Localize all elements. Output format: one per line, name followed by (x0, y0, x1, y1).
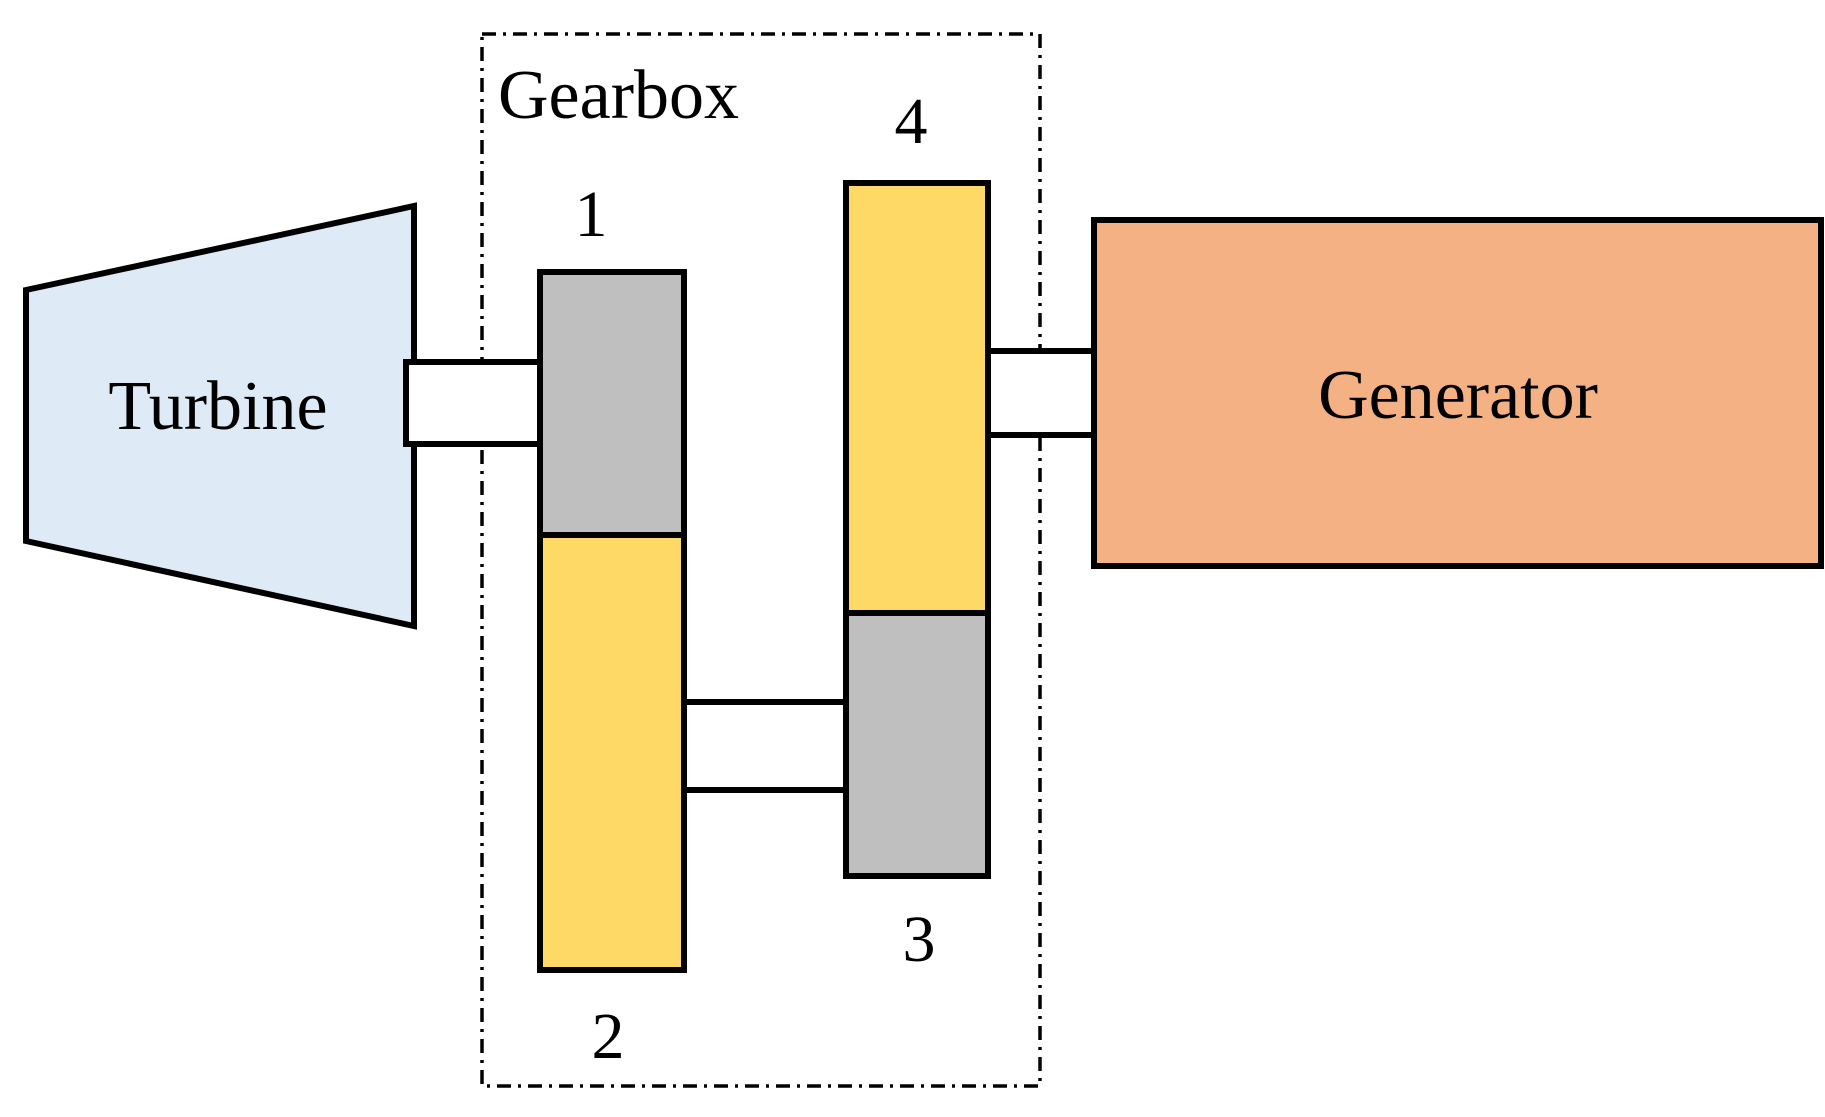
turbine-label: Turbine (108, 368, 327, 445)
gearbox-label: Gearbox (498, 57, 739, 134)
gear-1-label: 1 (575, 178, 608, 251)
gear-3 (843, 610, 991, 879)
gearbox-boundary (480, 32, 1042, 1088)
gear-2-label: 2 (592, 1000, 625, 1073)
intermediate-shaft (681, 699, 849, 793)
generator-label: Generator (1318, 357, 1598, 434)
gear-3-label: 3 (903, 903, 936, 976)
gear-2 (537, 532, 687, 973)
gear-4 (843, 180, 991, 616)
input-shaft (403, 359, 543, 447)
turbine-body (23, 202, 417, 630)
output-shaft (985, 348, 1097, 438)
gear-1 (537, 269, 687, 538)
generator-body (1091, 217, 1824, 569)
gear-4-label: 4 (895, 85, 928, 158)
